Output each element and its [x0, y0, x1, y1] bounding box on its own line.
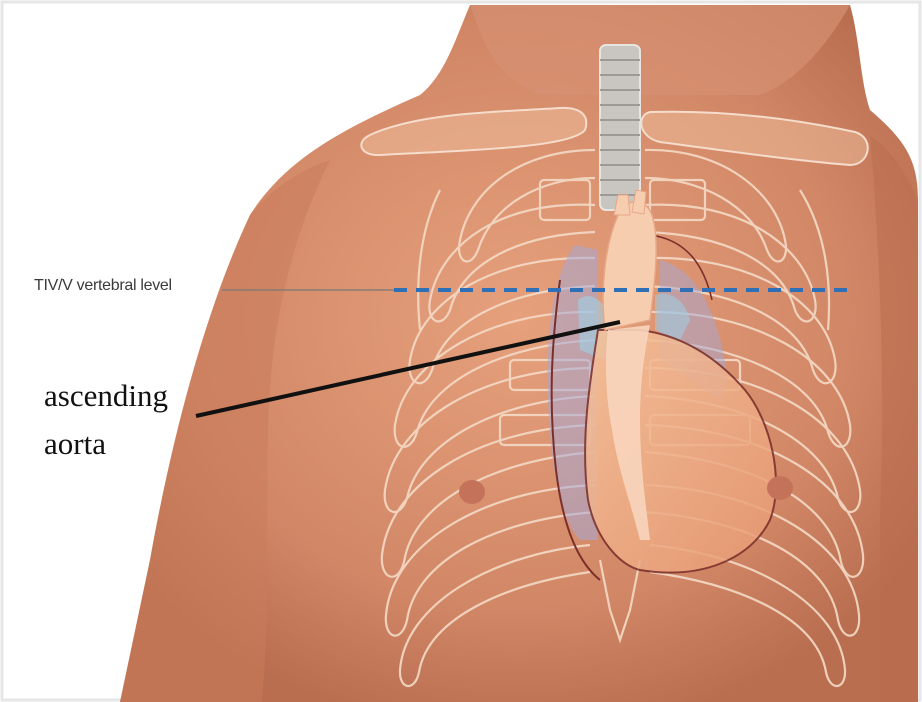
trachea — [600, 45, 640, 210]
ascending-aorta-label-line1: ascending — [44, 372, 244, 420]
ascending-aorta-label: ascending aorta — [44, 372, 244, 468]
right-nipple — [767, 476, 793, 500]
vertebral-level-label: TIV/V vertebral level — [34, 277, 172, 295]
left-nipple — [459, 480, 485, 504]
ascending-aorta-label-line2: aorta — [44, 420, 244, 468]
